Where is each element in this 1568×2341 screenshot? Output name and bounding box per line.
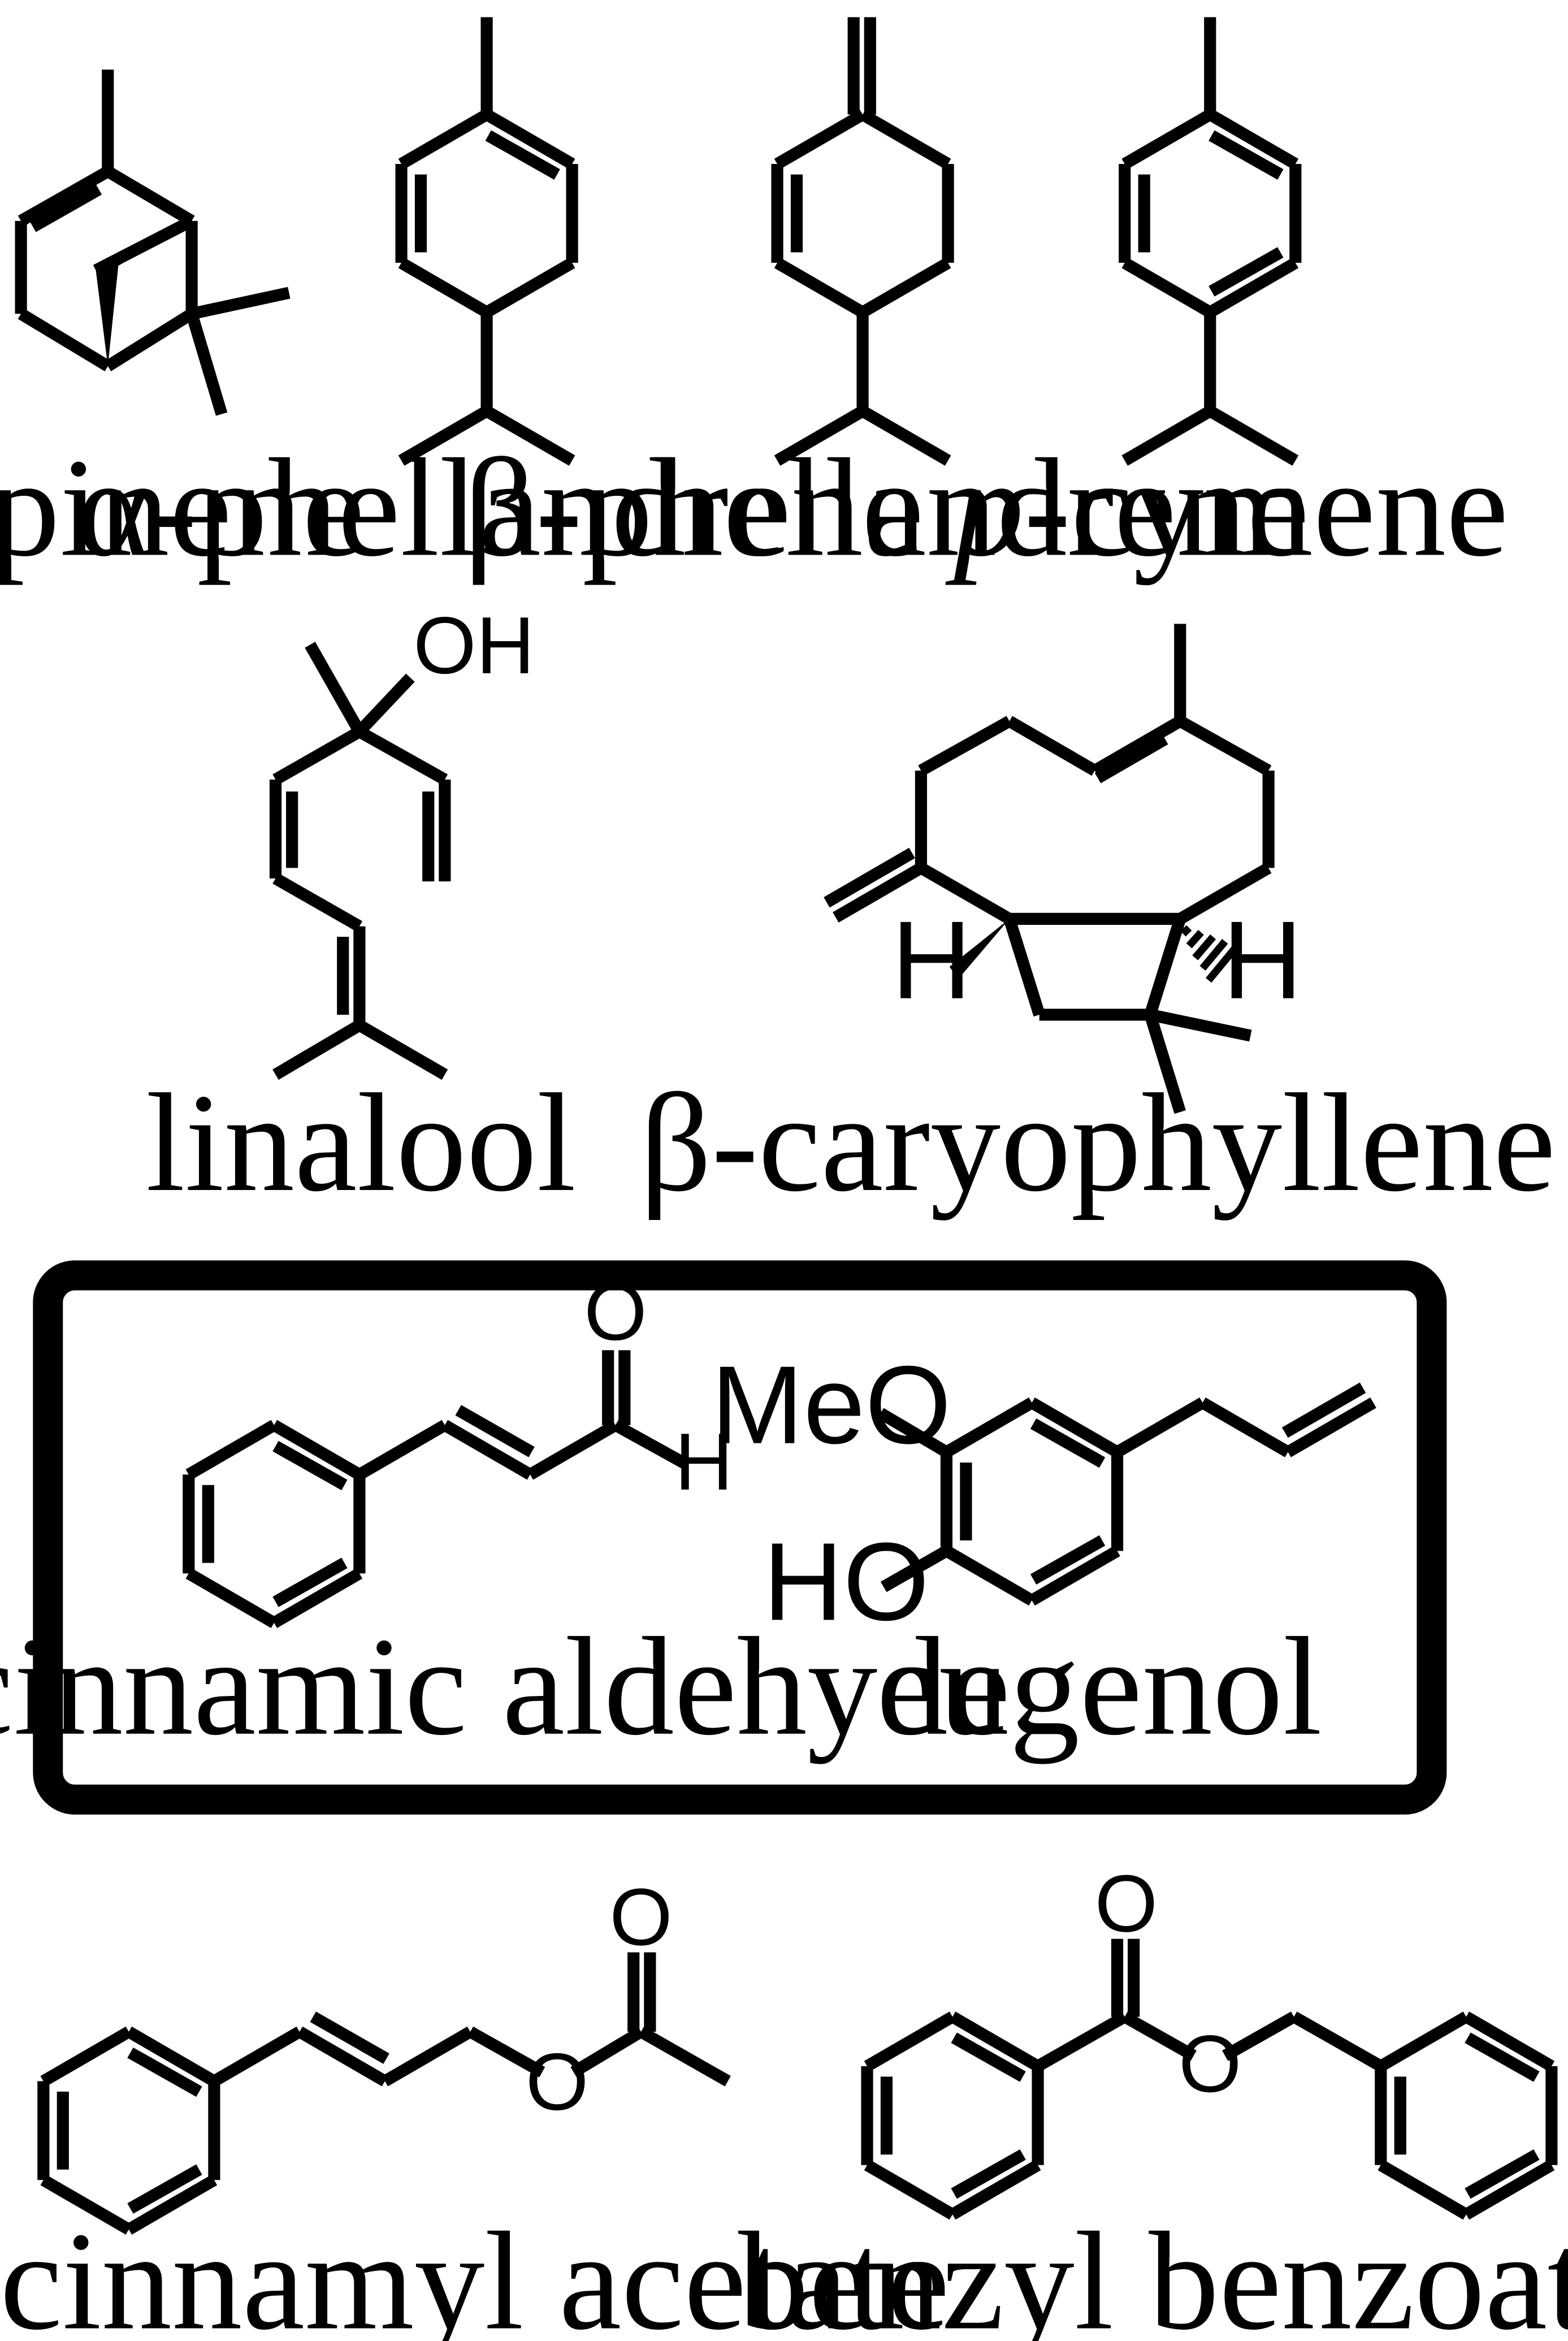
cinnamyl-acetate-o-ester-atom: O: [526, 2037, 588, 2127]
cinnamic-aldehyde-structure: [183, 1350, 689, 1628]
cinnamic-aldehyde-h-atom: H: [675, 1417, 733, 1507]
benzyl-benzoate-structure: [861, 1938, 1558, 2220]
benzyl-benzoate-o-carbonyl-atom: O: [1095, 1858, 1158, 1949]
cinnamyl-acetate-o-carbonyl-atom: O: [609, 1872, 672, 1962]
caryophyllene-h-right-atom: H: [1223, 898, 1303, 1022]
linalool-label: linalool: [146, 1065, 576, 1221]
eugenol-ho-atom: HO: [763, 1520, 929, 1643]
linalool-structure: [269, 642, 451, 1080]
beta-phellandrene-label: β-phellandrene: [464, 430, 1310, 586]
cinnamic-aldehyde-label: cinnamic aldehyde: [0, 1608, 1010, 1764]
p-cymene-label: p-cymene: [945, 430, 1509, 586]
cinnamyl-acetate-label: cinnamyl acetate: [0, 2203, 950, 2341]
beta-caryophyllene-structure: [824, 624, 1275, 1114]
beta-caryophyllene-label: β-caryophyllene: [640, 1065, 1556, 1221]
alpha-phellandrene-label: α-phellandrene: [76, 430, 924, 586]
benzyl-benzoate-label: benzyl benzoate: [738, 2203, 1568, 2341]
alpha-pinene-structure: [15, 70, 291, 416]
highlight-box: [33, 1260, 1447, 1815]
eugenol-meo-atom: MeO: [711, 1343, 951, 1467]
eugenol-structure: [877, 1382, 1376, 1606]
cinnamyl-acetate-structure: [37, 1952, 731, 2235]
caryophyllene-h-left-atom: H: [891, 898, 972, 1022]
cinnamic-aldehyde-o-atom: O: [584, 1267, 647, 1357]
linalool-oh-atom: OH: [413, 600, 535, 691]
benzyl-benzoate-o-ester-atom: O: [1179, 2019, 1241, 2109]
p-cymene-structure: [1119, 17, 1302, 466]
eugenol-label: eugenol: [877, 1608, 1322, 1764]
alpha-phellandrene-structure: [395, 17, 578, 466]
alpha-pinene-label: α-pinene: [0, 430, 365, 586]
beta-phellandrene-structure: [771, 17, 954, 466]
